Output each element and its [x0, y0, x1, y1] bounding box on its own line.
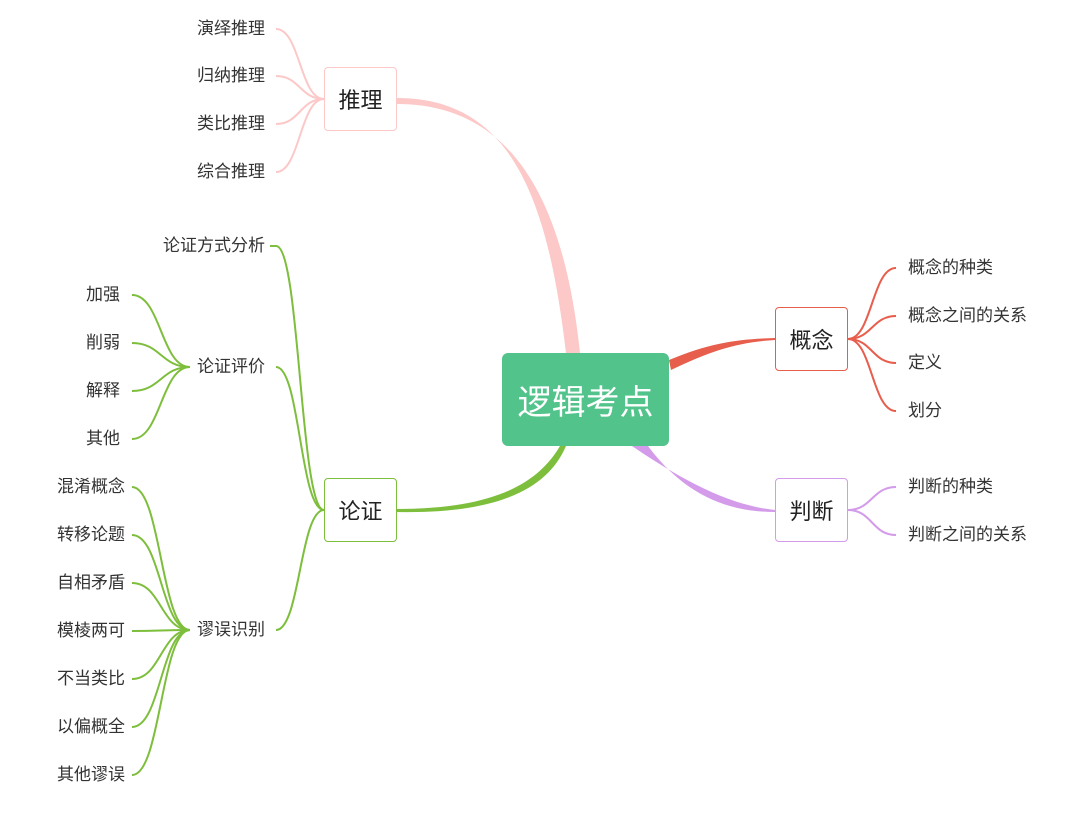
connector-pingjia-leaf-0	[131, 294, 191, 368]
leaf-miuwu-budang[interactable]: 不当类比	[57, 669, 125, 689]
connector-root-gainian	[669, 338, 775, 370]
connector-miuwu-leaf-6	[131, 629, 191, 776]
connector-tuili-leaf-1	[275, 75, 325, 100]
leaf-tuili-zonghe[interactable]: 综合推理	[197, 162, 265, 182]
connector-panduan-leaf-0	[847, 486, 897, 511]
branch-node-panduan[interactable]: 判断	[775, 478, 848, 542]
branch-node-gainian[interactable]: 概念	[775, 307, 848, 371]
leaf-pingjia-qita[interactable]: 其他	[86, 429, 120, 449]
connector-pingjia-leaf-2	[131, 366, 191, 392]
connector-gainian-leaf-0	[847, 267, 897, 340]
leaf-tuili-leibi[interactable]: 类比推理	[197, 114, 265, 134]
branch-node-tuili[interactable]: 推理	[324, 67, 397, 131]
connector-pingjia-leaf-1	[131, 342, 191, 368]
leaf-panduan-guanxi[interactable]: 判断之间的关系	[908, 525, 1027, 545]
branch-node-lunzheng[interactable]: 论证	[324, 478, 397, 542]
connector-lunzheng-sub-1	[275, 366, 325, 511]
connector-miuwu-leaf-1	[131, 534, 191, 631]
connector-lunzheng-sub-0	[275, 245, 325, 511]
leaf-panduan-zhonglei[interactable]: 判断的种类	[908, 477, 993, 497]
root-node[interactable]: 逻辑考点	[502, 353, 669, 446]
connector-miuwu-leaf-2	[131, 582, 191, 631]
leaf-gainian-guanxi[interactable]: 概念之间的关系	[908, 306, 1027, 326]
leaf-lunzheng-pingjia[interactable]: 论证评价	[197, 357, 265, 377]
branch-label-lunzheng: 论证	[338, 500, 383, 525]
connector-miuwu-leaf-0	[131, 486, 191, 631]
leaf-gainian-huafen[interactable]: 划分	[908, 401, 942, 421]
leaf-tuili-yanyi[interactable]: 演绎推理	[197, 19, 265, 39]
leaf-lunzheng-fangshi[interactable]: 论证方式分析	[163, 236, 265, 256]
connector-root-lunzheng	[397, 446, 566, 513]
leaf-pingjia-jiaqiang[interactable]: 加强	[86, 285, 120, 305]
connector-root-panduan	[632, 446, 775, 512]
branch-label-tuili: 推理	[338, 89, 383, 114]
leaf-gainian-zhonglei[interactable]: 概念的种类	[908, 258, 993, 278]
connector-panduan-leaf-1	[847, 509, 897, 536]
leaf-miuwu-hunxiao[interactable]: 混淆概念	[57, 477, 125, 497]
leaf-miuwu-zhuanyi[interactable]: 转移论题	[57, 525, 125, 545]
leaf-tuili-guina[interactable]: 归纳推理	[197, 66, 265, 86]
leaf-miuwu-qita[interactable]: 其他谬误	[57, 765, 125, 785]
branch-label-panduan: 判断	[789, 500, 834, 525]
leaf-pingjia-xueruo[interactable]: 削弱	[86, 333, 120, 353]
connector-tuili-leaf-3	[275, 98, 325, 173]
leaf-gainian-dingyi[interactable]: 定义	[908, 353, 942, 373]
connector-pingjia-leaf-3	[131, 366, 191, 440]
leaf-miuwu-zixiang[interactable]: 自相矛盾	[57, 573, 125, 593]
root-label: 逻辑考点	[517, 383, 654, 423]
connector-miuwu-leaf-5	[131, 629, 191, 728]
connector-gainian-leaf-3	[847, 338, 897, 412]
connector-root-tuili	[397, 98, 580, 353]
connector-miuwu-leaf-4	[131, 629, 191, 680]
connector-gainian-leaf-1	[847, 315, 897, 340]
leaf-pingjia-jieshi[interactable]: 解释	[86, 381, 120, 401]
connector-tuili-leaf-0	[275, 28, 325, 100]
leaf-miuwu-yipian[interactable]: 以偏概全	[57, 717, 125, 737]
leaf-lunzheng-miuwu[interactable]: 谬误识别	[197, 620, 265, 640]
connector-lunzheng-sub-2	[275, 509, 325, 631]
branch-label-gainian: 概念	[789, 329, 834, 354]
leaf-miuwu-moleng[interactable]: 模棱两可	[57, 621, 125, 641]
